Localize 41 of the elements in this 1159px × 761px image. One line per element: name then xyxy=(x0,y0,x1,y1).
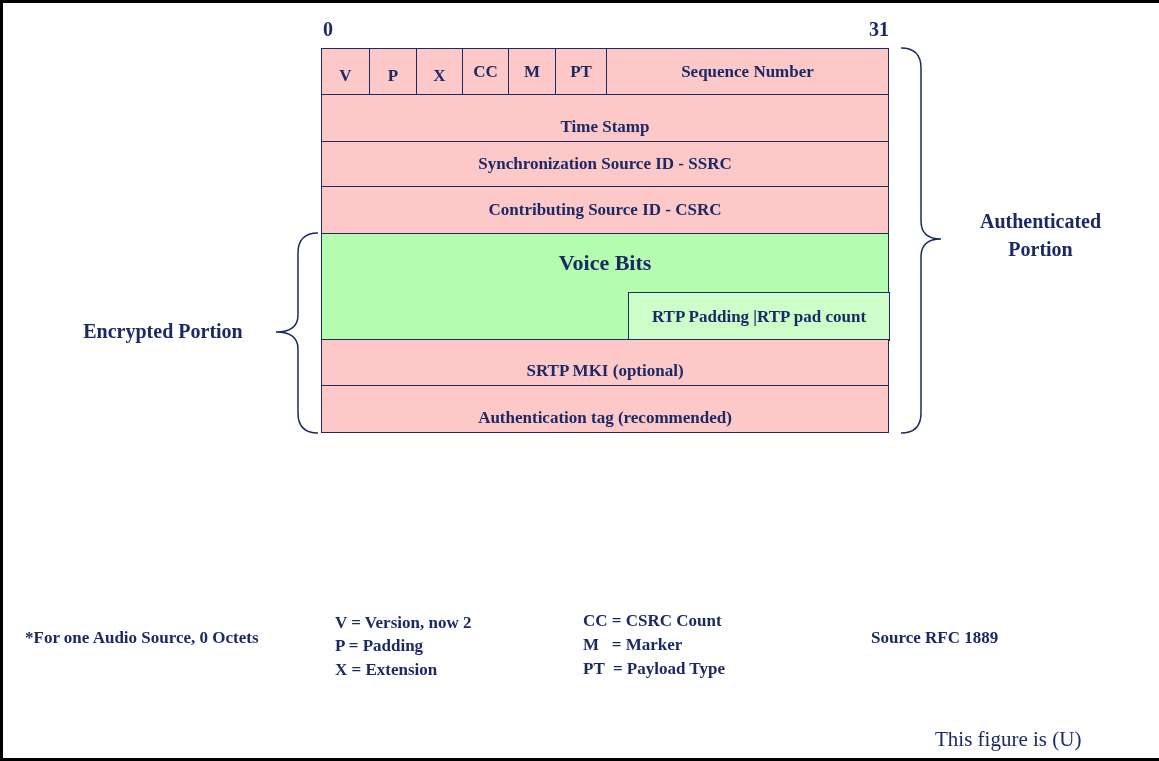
legend-text: V = Version, now 2 xyxy=(335,613,473,633)
legend-text: M = Marker xyxy=(583,635,684,655)
field-box xyxy=(321,186,889,234)
field-name: Time Stamp xyxy=(560,117,650,137)
field-box xyxy=(321,48,370,95)
field-box xyxy=(369,48,417,95)
legend-text: P = Padding xyxy=(335,636,425,656)
legend-text: CC = CSRC Count xyxy=(583,611,723,631)
legend-text: PT = Payload Type xyxy=(583,659,726,679)
field-box xyxy=(321,339,889,386)
field-name: PT xyxy=(570,61,592,82)
field-name: P xyxy=(387,66,399,86)
field-box xyxy=(416,48,463,95)
field-box xyxy=(321,141,889,187)
source-note: Source RFC 1889 xyxy=(871,628,1000,648)
field-name: Voice Bits xyxy=(558,250,652,276)
field-box xyxy=(508,48,556,95)
field-box xyxy=(321,385,889,433)
field-name: V xyxy=(339,66,352,86)
field-box xyxy=(606,48,889,95)
field-name: X xyxy=(433,66,446,86)
field-box xyxy=(462,48,509,95)
field-name: Sequence Number xyxy=(681,61,814,82)
field-box xyxy=(321,94,889,142)
bit-index: 31 xyxy=(868,18,889,41)
bit-index: 0 xyxy=(323,18,334,41)
field-name: CC xyxy=(473,61,498,82)
bracket-label: Authenticated Portion xyxy=(978,209,1103,262)
field-name: RTP Padding |RTP pad count xyxy=(651,306,867,327)
legend-text: X = Extension xyxy=(335,660,439,680)
field-name: M xyxy=(523,61,540,82)
field-box xyxy=(321,233,889,340)
classification-note: This figure is (U) xyxy=(935,727,1083,752)
field-name: Synchronization Source ID - SSRC xyxy=(478,154,732,174)
bracket-label: Encrypted Portion xyxy=(83,319,243,345)
field-box xyxy=(628,292,890,341)
field-name: Authentication tag (recommended) xyxy=(478,408,732,428)
footnote: *For one Audio Source, 0 Octets xyxy=(25,628,260,648)
field-box xyxy=(555,48,607,95)
field-name: SRTP MKI (optional) xyxy=(526,361,684,381)
field-name: Contributing Source ID - CSRC xyxy=(488,200,722,220)
